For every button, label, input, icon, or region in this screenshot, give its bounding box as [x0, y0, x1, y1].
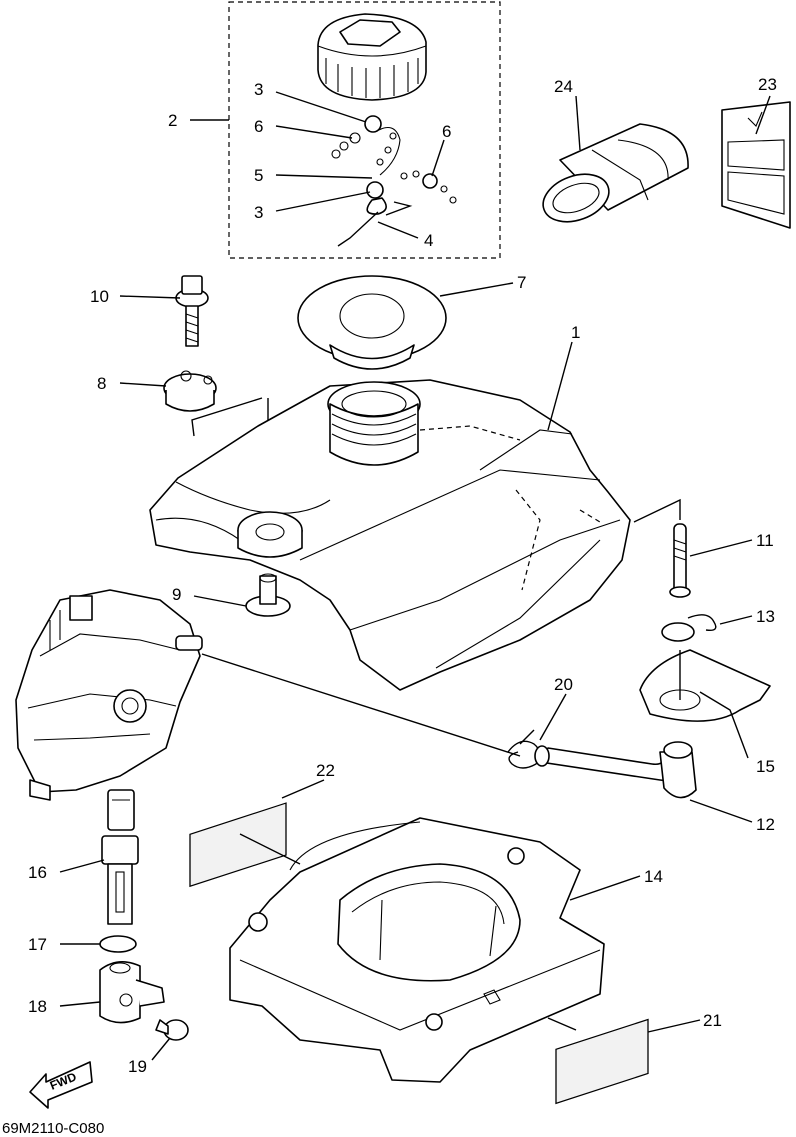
part-number-13: 13: [756, 607, 775, 626]
part-number-6b: 6: [442, 122, 451, 141]
part-number-17: 17: [28, 935, 47, 954]
part-number-18: 18: [28, 997, 47, 1016]
rubber-sleeve: [542, 123, 689, 223]
part-number-14: 14: [644, 867, 663, 886]
part-number-11: 11: [756, 531, 774, 550]
part-number-21: 21: [703, 1011, 722, 1030]
fuel-joint: [99, 961, 165, 1024]
part-number-6a: 6: [254, 117, 263, 136]
part-number-8: 8: [97, 374, 106, 393]
part-number-16: 16: [28, 863, 47, 882]
part-number-3a: 3: [254, 80, 263, 99]
part-number-23: 23: [758, 75, 777, 94]
screw: [155, 1019, 189, 1041]
part-number-19: 19: [128, 1057, 147, 1076]
leader-lines: [59, 91, 771, 1061]
part-number-2: 2: [168, 111, 177, 130]
label-sheet: [721, 101, 791, 229]
fuel-cap: [317, 13, 427, 101]
part-number-20: 20: [554, 675, 573, 694]
part-number-24: 24: [554, 77, 573, 96]
part-number-1: 1: [571, 323, 580, 342]
collar: [245, 573, 291, 617]
tank-grommet: [297, 275, 447, 370]
o-ring: [99, 935, 137, 953]
part-number-3b: 3: [254, 203, 263, 222]
label-warning: [555, 1018, 649, 1105]
part-number-5: 5: [254, 166, 263, 185]
part-number-4: 4: [424, 231, 433, 250]
damper: [163, 370, 217, 412]
part-number-9: 9: [172, 585, 181, 604]
part-number-7: 7: [517, 273, 526, 292]
part-number-10: 10: [90, 287, 109, 306]
hose-clip-2: [507, 729, 541, 769]
part-number-12: 12: [756, 815, 775, 834]
hose-clip: [661, 614, 717, 642]
diagram-code: 69M2110-C080: [2, 1120, 104, 1137]
forward-direction-arrow: FWD: [29, 1061, 93, 1109]
bottom-cover: [229, 817, 605, 1083]
fuel-filter: [669, 523, 691, 598]
cap-chain-assembly: [331, 115, 457, 247]
fuel-tank: [149, 379, 631, 691]
cap-kit-group-box: [228, 1, 501, 259]
fuel-cock: [101, 789, 139, 925]
tank-holder: [639, 649, 771, 722]
part-number-22: 22: [316, 761, 335, 780]
fuel-hose: [534, 741, 697, 799]
label-caution: [189, 802, 287, 888]
part-number-15: 15: [756, 757, 775, 776]
carburetor: [15, 589, 203, 801]
bolt: [175, 275, 209, 347]
